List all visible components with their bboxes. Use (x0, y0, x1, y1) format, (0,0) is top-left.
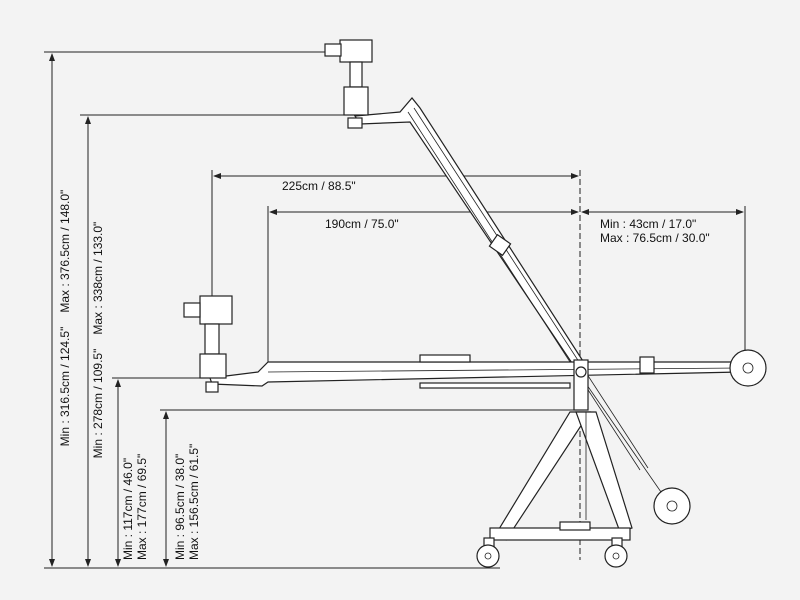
base-max-label: Max : 156.5cm / 61.5" (187, 444, 201, 560)
horizontal-dimensions (213, 173, 744, 215)
reach-total-label: 225cm / 88.5" (282, 179, 356, 193)
tripod-stand (489, 359, 633, 541)
wheels (476, 537, 628, 568)
raised-arm (353, 97, 671, 506)
counterweight-max-label: Max : 76.5cm / 30.0" (600, 231, 710, 245)
upper-camera (324, 39, 373, 129)
base-min-label: Min : 96.5cm / 38.0" (173, 454, 187, 560)
lower-camera (183, 295, 233, 393)
low-camera-max-label: Max : 177cm / 69.5" (135, 454, 149, 560)
counterweights (653, 349, 767, 525)
pivot-height-label: Min : 278cm / 109.5"Max : 338cm / 133.0" (91, 222, 105, 459)
outer-height-label: Min : 316.5cm / 124.5"Max : 376.5cm / 14… (58, 190, 72, 447)
extension-lines (44, 51, 746, 569)
lowered-arm (209, 354, 741, 389)
low-camera-min-label: Min : 117cm / 46.0" (121, 458, 135, 560)
vertical-dimensions (49, 53, 169, 567)
counterweight-min-label: Min : 43cm / 17.0" (600, 217, 696, 231)
reach-arm-label: 190cm / 75.0" (325, 217, 399, 231)
